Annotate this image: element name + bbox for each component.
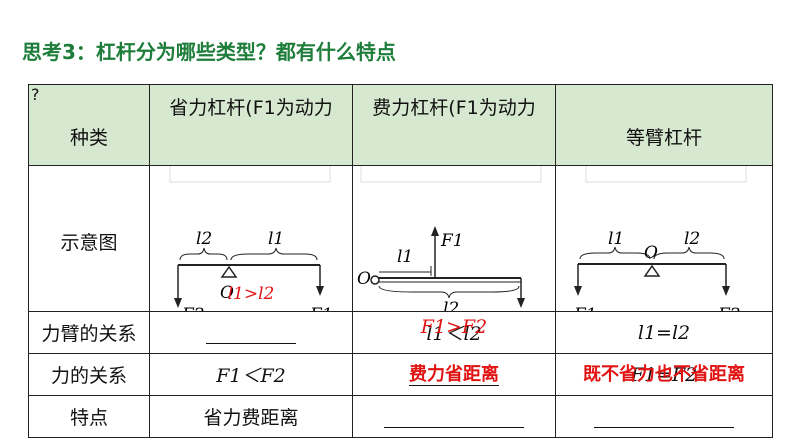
force-relation-equal-arm: F1=F2 既不省力也不省距离 bbox=[555, 353, 773, 396]
arm-relation-force-costing: l1＜l2 F1>F2 bbox=[352, 311, 556, 354]
arm-relation-answer-force-costing: F1>F2 bbox=[420, 316, 488, 338]
diagram-force-costing: l1 l2 O F1 F2 bbox=[352, 165, 556, 312]
lever2-force-up-label: F1 bbox=[440, 231, 464, 251]
lever3-arm-left-label: l1 bbox=[608, 229, 624, 249]
force-relation-force-saving: F1＜F2 bbox=[149, 353, 353, 396]
column-title-force-costing: 费力杠杆(F1为动力 bbox=[372, 97, 536, 119]
header-kind-cell: ? 种类 bbox=[28, 84, 150, 166]
arm-relation-text-force-costing: l1＜l2 bbox=[426, 323, 482, 345]
lever1-force-left-label: F2 bbox=[181, 305, 205, 311]
header-force-costing-lever: 费力杠杆(F1为动力 bbox=[352, 84, 556, 166]
question-mark: ? bbox=[31, 85, 40, 105]
feature-force-costing bbox=[352, 395, 556, 438]
table-row-diagram: 示意图 l2 l1 O F2 F1 l1>l2 bbox=[28, 165, 773, 312]
lever-diagram-force-costing: l1 l2 O F1 F2 bbox=[357, 166, 542, 311]
force-relation-text-force-saving: F1＜F2 bbox=[216, 365, 286, 387]
feature-answer-force-costing: 费力省距离 bbox=[409, 364, 499, 385]
lever3-force-right-label: F2 bbox=[717, 305, 741, 311]
arm-relation-force-saving bbox=[149, 311, 353, 354]
feature-equal-arm bbox=[555, 395, 773, 438]
row-label-feature: 特点 bbox=[69, 407, 108, 429]
header-force-saving-lever: 省力杠杆(F1为动力 bbox=[149, 84, 353, 166]
lever2-arm-up-label: l1 bbox=[397, 247, 413, 267]
force-relation-force-costing: 费力省距离 bbox=[352, 353, 556, 396]
blank-force-relation-force-costing bbox=[409, 365, 499, 386]
blank-feature-equal-arm bbox=[594, 407, 734, 428]
diagram-force-saving: l2 l1 O F2 F1 l1>l2 bbox=[149, 165, 353, 312]
row-label-cell-diagram: 示意图 bbox=[28, 165, 150, 312]
lever1-pivot-label: O bbox=[220, 283, 234, 303]
lever1-force-right-label: F1 bbox=[309, 305, 333, 311]
row-label-diagram: 示意图 bbox=[60, 232, 118, 254]
lever3-pivot-label: O bbox=[644, 243, 658, 263]
force-relation-text-equal-arm: F1=F2 bbox=[630, 363, 698, 386]
row-label-cell-force: 力的关系 bbox=[28, 353, 150, 396]
feature-text-force-saving: 省力费距离 bbox=[203, 407, 299, 429]
blank-feature-force-costing bbox=[384, 407, 524, 428]
table-row-arm-relation: 力臂的关系 l1＜l2 F1>F2 l1=l2 bbox=[28, 311, 773, 354]
lever1-arm-left-label: l2 bbox=[196, 229, 212, 249]
arm-relation-equal-arm: l1=l2 bbox=[555, 311, 773, 354]
row-label-force-relation: 力的关系 bbox=[50, 365, 127, 387]
row-label-cell-arm: 力臂的关系 bbox=[28, 311, 150, 354]
blank-arm-relation-force-saving bbox=[206, 323, 296, 344]
lever2-force-down-label: F2 bbox=[510, 309, 534, 311]
row-label-arm-relation: 力臂的关系 bbox=[41, 323, 137, 345]
lever3-arm-right-label: l2 bbox=[684, 229, 700, 249]
table-row-force-relation: 力的关系 F1＜F2 费力省距离 F1=F2 既不省力也不省距离 bbox=[28, 353, 773, 396]
column-title-equal-arm: 等臂杠杆 bbox=[625, 127, 702, 149]
arm-relation-text-equal-arm: l1=l2 bbox=[637, 321, 691, 344]
table-header-row: ? 种类 省力杠杆(F1为动力 费力杠杆(F1为动力 等臂杠杆 bbox=[28, 84, 773, 166]
lever-diagram-force-saving: l2 l1 O F2 F1 bbox=[169, 166, 333, 311]
force-answer-equal-arm: 既不省力也不省距离 bbox=[583, 364, 745, 385]
lever3-force-left-label: F1 bbox=[573, 305, 597, 311]
feature-force-saving: 省力费距离 bbox=[149, 395, 353, 438]
header-equal-arm-lever: 等臂杠杆 bbox=[555, 84, 773, 166]
lever2-arm-down-label: l2 bbox=[443, 299, 459, 311]
column-title-force-saving: 省力杠杆(F1为动力 bbox=[169, 97, 333, 119]
lever1-arm-answer: l1>l2 bbox=[227, 284, 275, 304]
lever1-arm-right-label: l1 bbox=[268, 229, 284, 249]
row-label-cell-feature: 特点 bbox=[28, 395, 150, 438]
row-label-kind: 种类 bbox=[69, 127, 108, 149]
lever-diagram-equal-arm: l1 l2 O F1 F2 bbox=[573, 166, 747, 311]
table-row-feature: 特点 省力费距离 bbox=[28, 395, 773, 438]
page-title: 思考3：杠杆分为哪些类型？都有什么特点 bbox=[22, 40, 396, 64]
lever-types-table: ? 种类 省力杠杆(F1为动力 费力杠杆(F1为动力 等臂杠杆 示意图 bbox=[28, 84, 773, 438]
diagram-equal-arm: l1 l2 O F1 F2 bbox=[555, 165, 773, 312]
lever2-pivot-label: O bbox=[357, 269, 371, 289]
